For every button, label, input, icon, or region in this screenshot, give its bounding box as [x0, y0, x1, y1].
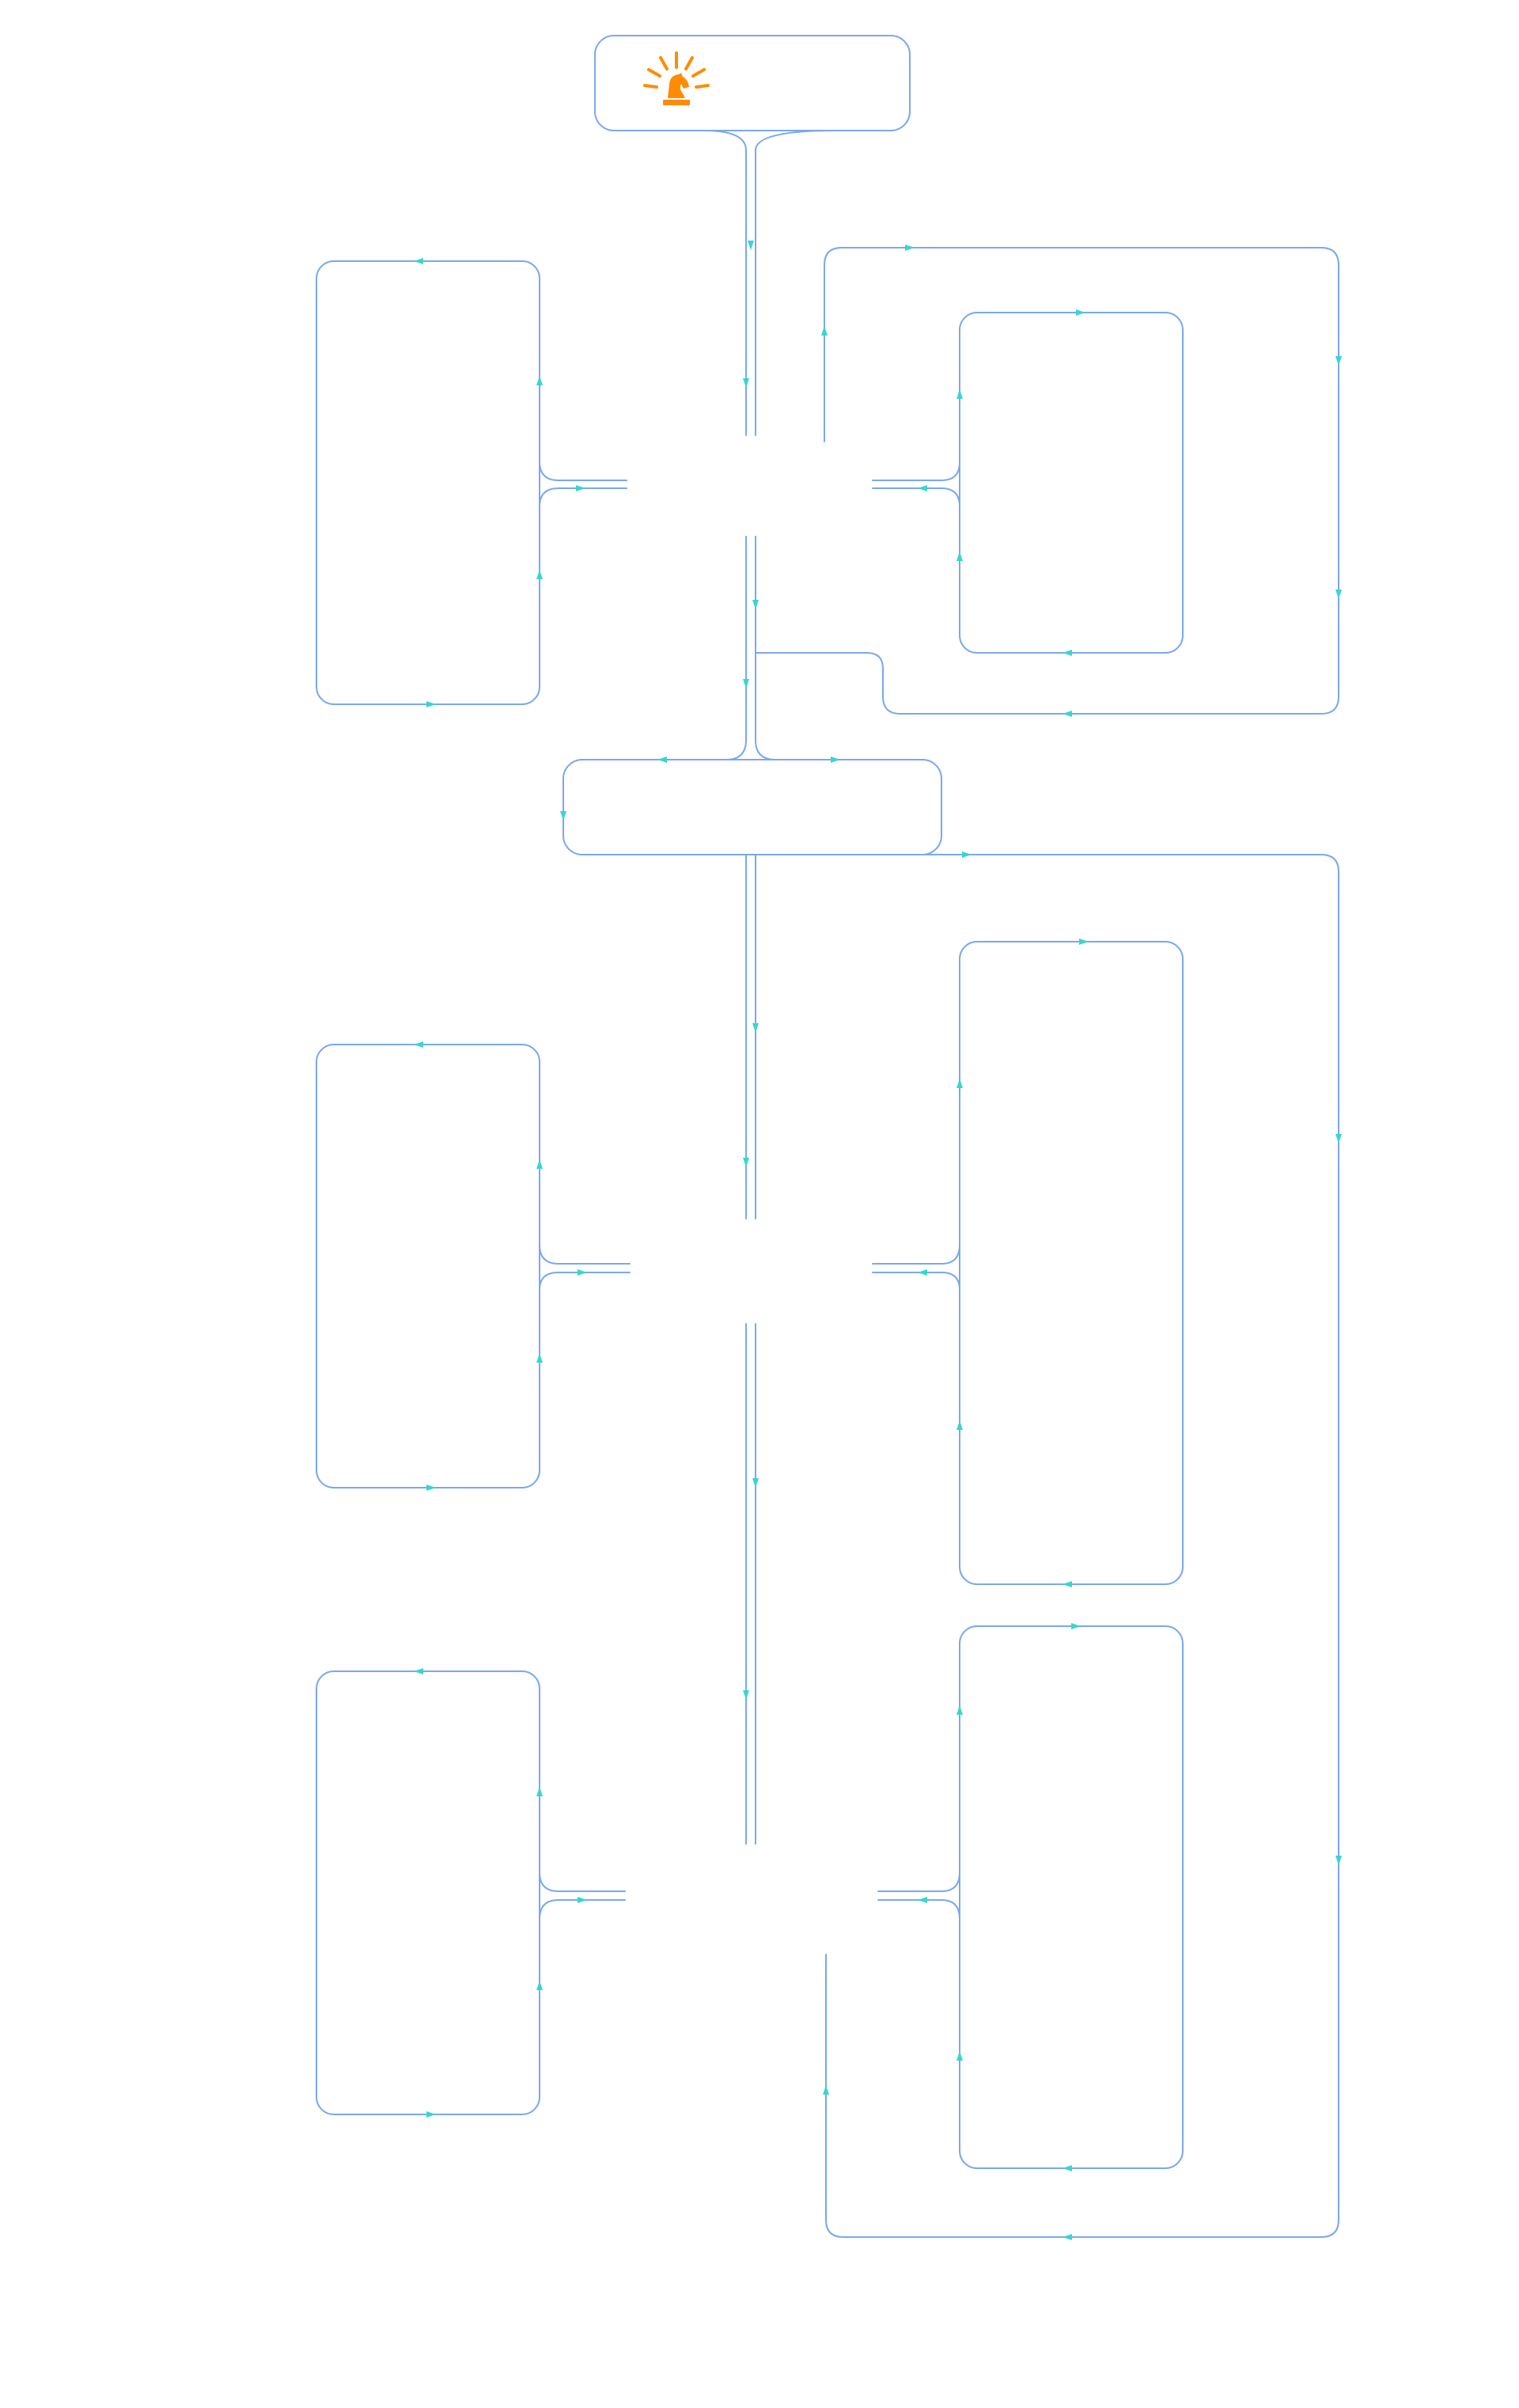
arrow-left-2 [414, 1041, 423, 1048]
arrow-right-10 [426, 701, 436, 707]
edge-center3-right-out [877, 1708, 960, 1892]
arrow-left-7 [918, 1897, 927, 1903]
edge-center1-left-in [539, 487, 627, 578]
root-node[interactable] [594, 35, 911, 131]
edge-center1-down-b [755, 536, 863, 760]
arrow-up-3 [821, 326, 828, 336]
arrow-left-9 [1063, 1581, 1072, 1587]
arrow-up-10 [536, 1787, 543, 1796]
junction-node[interactable] [563, 759, 942, 855]
arrow-left-3 [414, 1668, 423, 1674]
arrow-down-5 [752, 1023, 759, 1033]
arrow-down-8 [743, 1690, 749, 1700]
arrow-up-13 [956, 2051, 963, 2061]
arrow-right-1 [905, 245, 915, 251]
edge-center1-left-out [539, 371, 627, 481]
arrow-up-1 [536, 376, 543, 385]
arrow-down-12 [1335, 1856, 1342, 1865]
arrow-down-1 [748, 241, 754, 250]
arrow-up-6 [536, 1159, 543, 1169]
arrow-left-11 [1063, 711, 1072, 717]
right-loop-box-2[interactable] [959, 941, 1184, 1585]
arrow-up-12 [956, 1705, 963, 1715]
left-loop-box-3[interactable] [316, 1670, 540, 2115]
arrow-right-4 [962, 851, 972, 858]
edge-center2-right-in [872, 1272, 960, 1425]
edge-center1-right-in [872, 487, 960, 555]
arrow-up-5 [956, 552, 963, 561]
arrow-right-5 [1079, 939, 1089, 945]
arrow-right-8 [578, 1269, 587, 1276]
arrow-down-7 [752, 1478, 759, 1488]
edge-center3-left-out [539, 1784, 626, 1892]
arrow-down-4 [743, 679, 749, 688]
edge-center1-down-a [648, 536, 747, 760]
left-loop-box-2[interactable] [316, 1044, 540, 1488]
arrow-up-4 [956, 389, 963, 399]
arrow-right-6 [1071, 1623, 1081, 1629]
edge-center3-right-in [877, 1899, 960, 2058]
edge-outer-loop-1-up [755, 247, 1339, 715]
arrow-up-11 [536, 1981, 543, 1990]
left-loop-box-1[interactable] [316, 260, 540, 705]
arrow-up-14 [823, 2085, 829, 2095]
arrow-right-2 [1076, 309, 1085, 316]
right-loop-box-1[interactable] [959, 312, 1184, 654]
arrow-down-10 [1335, 590, 1342, 599]
arrow-up-9 [956, 1420, 963, 1430]
arrow-up-2 [536, 570, 543, 579]
knight-logo-icon [643, 51, 710, 105]
arrow-right-7 [576, 485, 585, 491]
arrow-down-3 [752, 600, 759, 609]
arrow-down-9 [1335, 356, 1342, 366]
arrow-up-7 [536, 1353, 543, 1363]
arrow-right-12 [426, 2111, 436, 2118]
edge-center2-left-out [539, 1155, 631, 1265]
arrow-left-1 [414, 258, 423, 264]
edge-junction-outer-loop [825, 854, 1339, 2238]
arrow-down-13 [560, 811, 566, 821]
arrow-left-10 [1063, 2165, 1072, 2171]
arrow-right-9 [578, 1897, 587, 1903]
edge-center2-left-in [539, 1272, 631, 1362]
edge-root-down-a [703, 130, 747, 436]
arrow-down-6 [743, 1158, 749, 1167]
arrow-down-2 [743, 378, 749, 388]
arrow-left-8 [1063, 650, 1072, 656]
arrow-left-4 [657, 757, 667, 763]
edge-center3-left-in [539, 1899, 626, 1987]
edge-center1-right-out [872, 371, 960, 481]
arrow-left-12 [1063, 2234, 1072, 2240]
arrow-right-11 [426, 1485, 436, 1491]
arrow-right-3 [831, 757, 840, 763]
edge-root-down-b [755, 130, 835, 436]
arrow-up-8 [956, 1079, 963, 1088]
arrow-left-5 [918, 485, 927, 491]
arrow-down-11 [1335, 1134, 1342, 1143]
edge-center2-right-out [872, 1075, 960, 1265]
arrow-left-6 [918, 1269, 927, 1276]
right-loop-box-3[interactable] [959, 1625, 1184, 2169]
